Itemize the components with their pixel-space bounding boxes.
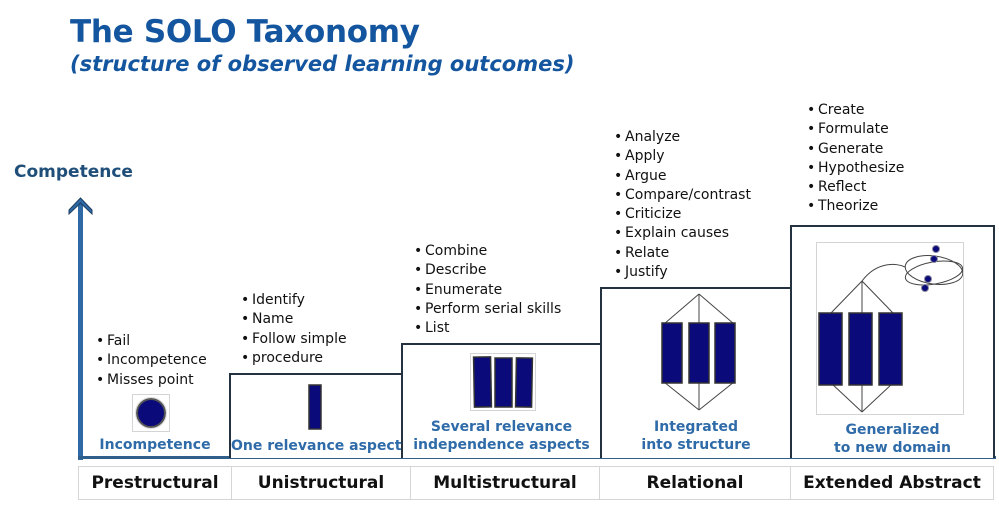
verb-item: Misses point [96, 371, 207, 391]
verb-list-unistructural: Identify Name Follow simple procedure [241, 291, 347, 368]
verb-item: Perform serial skills [414, 300, 561, 320]
level-name-unistructural: Unistructural [232, 467, 411, 499]
verb-item-continuation: procedure [241, 349, 347, 369]
axis-vertical-line [78, 200, 83, 460]
verb-item: Justify [614, 263, 751, 283]
page-subtitle: (structure of observed learning outcomes… [70, 52, 575, 76]
verb-item: Create [807, 101, 904, 121]
verb-item: Name [241, 310, 347, 330]
caption-line: independence aspects [413, 437, 590, 453]
connected-bars-icon [658, 290, 740, 414]
verb-item: Apply [614, 147, 751, 167]
page-title: The SOLO Taxonomy [70, 14, 420, 50]
verb-list-relational: Analyze Apply Argue Compare/contrast Cri… [614, 128, 751, 283]
three-bars-icon [470, 353, 536, 411]
verb-item: List [414, 319, 561, 339]
caption-extended-abstract: Generalized to new domain [792, 421, 993, 457]
caption-line: into structure [641, 437, 751, 453]
verb-item: Criticize [614, 205, 751, 225]
caption-line: Generalized [845, 422, 940, 438]
level-name-row: Prestructural Unistructural Multistructu… [78, 466, 994, 500]
verb-item: Analyze [614, 128, 751, 148]
caption-relational: Integrated into structure [602, 418, 790, 454]
verb-item: Explain causes [614, 224, 751, 244]
verb-item: Enumerate [414, 281, 561, 301]
level-name-prestructural: Prestructural [79, 467, 232, 499]
verb-item: Reflect [807, 178, 904, 198]
verb-item: Fail [96, 332, 207, 352]
verb-item: Describe [414, 261, 561, 281]
caption-multistructural: Several relevance independence aspects [403, 418, 600, 454]
caption-line: Several relevance [430, 419, 573, 435]
caption-line: to new domain [834, 440, 951, 456]
verb-item: Compare/contrast [614, 186, 751, 206]
verb-item: Follow simple [241, 330, 347, 350]
circle-icon [132, 394, 170, 432]
verb-list-prestructural: Fail Incompetence Misses point [96, 332, 207, 390]
single-bar-icon [306, 382, 324, 432]
verb-item: Relate [614, 244, 751, 264]
caption-unistructural: One relevance aspect [231, 438, 402, 454]
verb-item: Identify [241, 291, 347, 311]
verb-item: Hypothesize [807, 159, 904, 179]
verb-item: Formulate [807, 120, 904, 140]
verb-item: Generate [807, 140, 904, 160]
axis-label-competence: Competence [14, 162, 133, 182]
verb-item: Argue [614, 167, 751, 187]
verb-list-extended-abstract: Create Formulate Generate Hypothesize Re… [807, 101, 904, 217]
caption-line: Integrated [654, 419, 738, 435]
caption-prestructural: Incompetence [99, 437, 211, 453]
verb-item: Theorize [807, 197, 904, 217]
level-name-extended-abstract: Extended Abstract [803, 473, 981, 493]
verb-list-multistructural: Combine Describe Enumerate Perform seria… [414, 242, 561, 339]
connected-bars-with-orbit-icon [816, 242, 964, 415]
level-name-multistructural: Multistructural [411, 467, 600, 499]
verb-item: Combine [414, 242, 561, 262]
up-arrow-icon [68, 197, 93, 216]
level-name-relational: Relational [600, 467, 791, 499]
verb-item: Incompetence [96, 351, 207, 371]
